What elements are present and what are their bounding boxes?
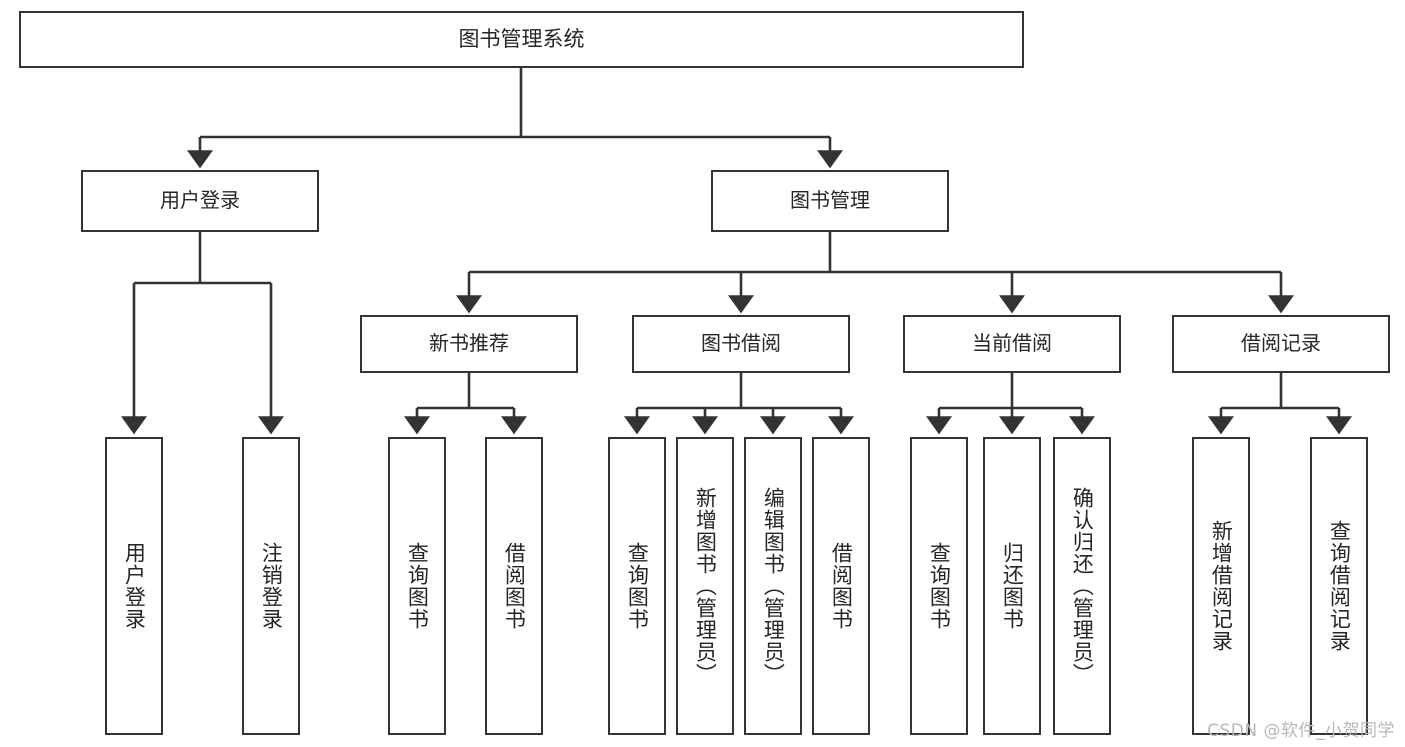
- leaf-logout[interactable]: 注销登录: [242, 437, 300, 735]
- leaf-query-borrow-record[interactable]: 查询借阅记录: [1310, 437, 1368, 735]
- node-label: 编辑图书（管理员）: [761, 487, 786, 685]
- node-label: 查询借阅记录: [1327, 520, 1352, 652]
- node-label: 借阅图书: [829, 542, 854, 630]
- csdn-watermark: CSDN @软件_小贺同学: [1207, 721, 1395, 741]
- node-label: 查询图书: [405, 542, 430, 630]
- node-label: 新增图书（管理员）: [693, 487, 718, 685]
- node-label: 借阅图书: [502, 542, 527, 630]
- node-new-book-recommend[interactable]: 新书推荐: [360, 315, 578, 373]
- node-label: 查询图书: [927, 542, 952, 630]
- node-book-borrow[interactable]: 图书借阅: [632, 315, 850, 373]
- node-label: 用户登录: [122, 542, 147, 630]
- node-label: 注销登录: [259, 542, 284, 630]
- leaf-return-book[interactable]: 归还图书: [983, 437, 1041, 735]
- node-user-login[interactable]: 用户登录: [81, 170, 319, 232]
- leaf-edit-book-admin[interactable]: 编辑图书（管理员）: [744, 437, 802, 735]
- node-label: 用户登录: [160, 188, 240, 213]
- node-label: 新增借阅记录: [1209, 520, 1234, 652]
- leaf-confirm-return-admin[interactable]: 确认归还（管理员）: [1053, 437, 1111, 735]
- node-current-borrow[interactable]: 当前借阅: [903, 315, 1121, 373]
- node-label: 确认归还（管理员）: [1070, 487, 1095, 685]
- node-label: 查询图书: [625, 542, 650, 630]
- leaf-query-book-recommend[interactable]: 查询图书: [388, 437, 446, 735]
- node-borrow-record[interactable]: 借阅记录: [1172, 315, 1390, 373]
- node-label: 当前借阅: [972, 331, 1052, 356]
- node-label: 图书管理系统: [458, 27, 585, 52]
- node-label: 借阅记录: [1241, 331, 1321, 356]
- leaf-user-login[interactable]: 用户登录: [105, 437, 163, 735]
- leaf-add-book-admin[interactable]: 新增图书（管理员）: [676, 437, 734, 735]
- leaf-add-borrow-record[interactable]: 新增借阅记录: [1192, 437, 1250, 735]
- leaf-borrow-book-recommend[interactable]: 借阅图书: [485, 437, 543, 735]
- leaf-query-book-current[interactable]: 查询图书: [910, 437, 968, 735]
- leaf-borrow-book[interactable]: 借阅图书: [812, 437, 870, 735]
- leaf-query-book[interactable]: 查询图书: [608, 437, 666, 735]
- node-label: 归还图书: [1000, 542, 1025, 630]
- node-label: 新书推荐: [429, 331, 509, 356]
- node-label: 图书管理: [790, 188, 870, 213]
- node-root[interactable]: 图书管理系统: [19, 11, 1024, 68]
- node-book-management[interactable]: 图书管理: [711, 170, 949, 232]
- node-label: 图书借阅: [701, 331, 781, 356]
